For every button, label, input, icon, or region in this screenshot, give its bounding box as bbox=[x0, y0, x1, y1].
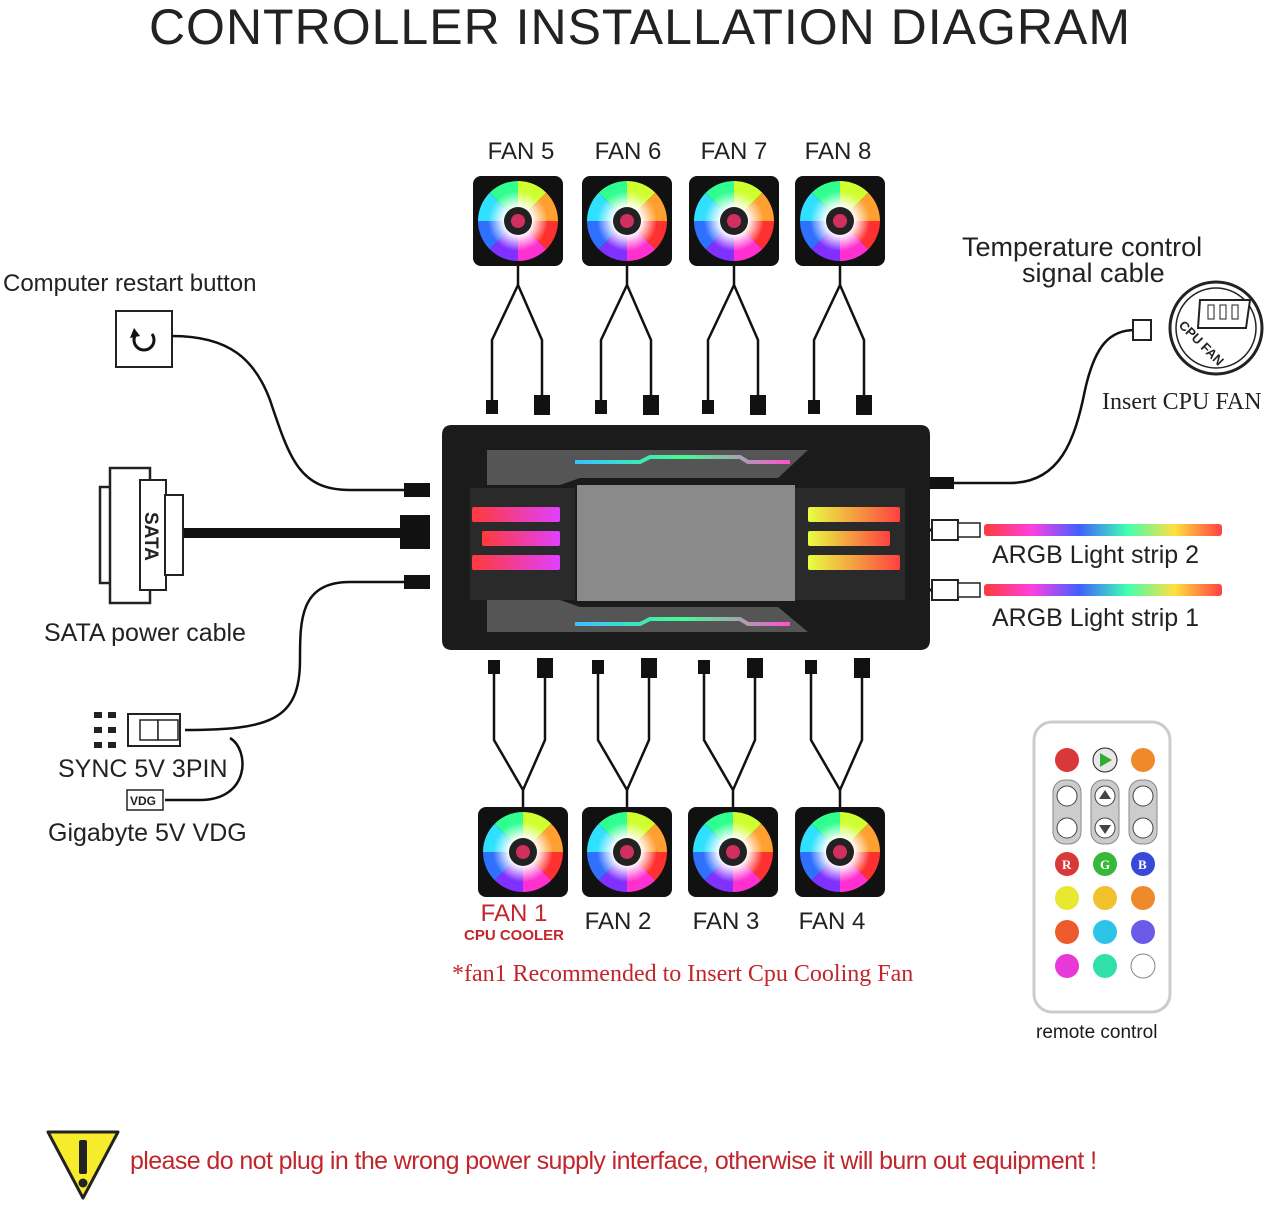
fan-4-cable bbox=[805, 658, 870, 808]
remote-color-swatch bbox=[1130, 953, 1156, 979]
fan-label-5: FAN 5 bbox=[487, 138, 555, 165]
argb-strips-graphic bbox=[930, 519, 1222, 601]
temperature-cable-graphic: CPU FAN bbox=[930, 280, 1264, 489]
remote-r-button bbox=[1055, 852, 1079, 876]
fan-label-1: FAN 1 bbox=[480, 900, 548, 927]
fan-6-cable bbox=[595, 266, 659, 415]
fan-4-graphic bbox=[795, 807, 885, 897]
top-fan-cables bbox=[486, 266, 872, 415]
fan-label-3: FAN 3 bbox=[692, 908, 760, 935]
fan-1-cable bbox=[488, 658, 553, 808]
fan-2-cable bbox=[592, 658, 657, 808]
remote-control-label: remote control bbox=[1036, 1022, 1158, 1043]
fan-7-graphic bbox=[689, 176, 779, 266]
argb-strip-1-label: ARGB Light strip 1 bbox=[992, 604, 1200, 632]
sync-connector-graphic: VDG bbox=[94, 575, 430, 811]
fans-group bbox=[473, 176, 885, 897]
fan-3-cable bbox=[698, 658, 763, 808]
remote-g-letter: G bbox=[1100, 857, 1110, 872]
fan-label-4: FAN 4 bbox=[798, 908, 866, 935]
fan-label-7: FAN 7 bbox=[700, 138, 768, 165]
sata-connector-text: SATA bbox=[140, 512, 161, 561]
controller-hub bbox=[442, 425, 930, 650]
remote-b-button bbox=[1131, 852, 1155, 876]
remote-color-swatch bbox=[1093, 886, 1117, 910]
fan-label-6: FAN 6 bbox=[594, 138, 662, 165]
warning-icon bbox=[46, 1130, 120, 1200]
fan-5-graphic bbox=[473, 176, 563, 266]
remote-color-swatch bbox=[1055, 954, 1079, 978]
fan-label-2: FAN 2 bbox=[584, 908, 652, 935]
fan-1-graphic bbox=[478, 807, 568, 897]
remote-color-swatch bbox=[1093, 954, 1117, 978]
fan-5-cable bbox=[486, 266, 550, 415]
insert-cpu-fan-label: Insert CPU FAN bbox=[1102, 389, 1262, 415]
remote-color-swatch bbox=[1131, 886, 1155, 910]
fan-8-graphic bbox=[795, 176, 885, 266]
vdg-label: Gigabyte 5V VDG bbox=[48, 819, 247, 847]
bottom-fan-cables bbox=[488, 658, 870, 808]
remote-g-button bbox=[1093, 852, 1117, 876]
fan1-cpu-cooler-label: CPU COOLER bbox=[463, 927, 565, 944]
temp-cable-label-line1: Temperature control bbox=[962, 232, 1203, 262]
sata-label: SATA power cable bbox=[44, 619, 246, 647]
sync-label: SYNC 5V 3PIN bbox=[58, 755, 228, 783]
fan-2-graphic bbox=[582, 807, 672, 897]
diagram-title: CONTROLLER INSTALLATION DIAGRAM bbox=[148, 0, 1132, 55]
remote-color-swatch bbox=[1093, 920, 1117, 944]
remote-b-letter: B bbox=[1138, 857, 1147, 872]
sata-connector-graphic: SATA bbox=[98, 466, 430, 605]
remote-color-swatch bbox=[1131, 920, 1155, 944]
fan-label-8: FAN 8 bbox=[804, 138, 872, 165]
restart-button-label: Computer restart button bbox=[3, 270, 257, 297]
fan-8-cable bbox=[808, 266, 872, 415]
fan1-note: *fan1 Recommended to Insert Cpu Cooling … bbox=[452, 961, 914, 987]
temp-cable-label-line2: signal cable bbox=[1022, 258, 1165, 288]
fan-7-cable bbox=[702, 266, 766, 415]
argb-strip-2-label: ARGB Light strip 2 bbox=[992, 541, 1200, 569]
restart-button-graphic bbox=[115, 310, 430, 497]
remote-r-letter: R bbox=[1062, 857, 1072, 872]
remote-color-swatch bbox=[1055, 920, 1079, 944]
fan-6-graphic bbox=[582, 176, 672, 266]
vdg-connector-text: VDG bbox=[130, 794, 156, 808]
remote-color-swatch bbox=[1055, 886, 1079, 910]
fan-3-graphic bbox=[688, 807, 778, 897]
warning-text: please do not plug in the wrong power su… bbox=[130, 1147, 1097, 1175]
